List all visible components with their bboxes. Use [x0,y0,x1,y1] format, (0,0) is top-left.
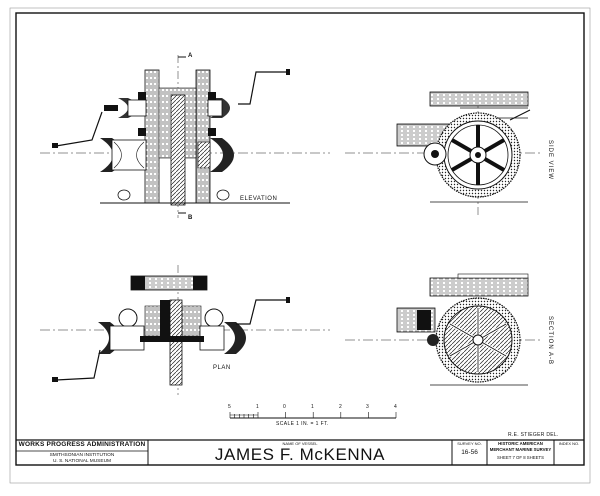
delineator-credit: R.E. STIEGER DEL. [508,432,559,438]
vessel-caption: NAME OF VESSEL [282,440,318,446]
inner-border [15,12,585,466]
survey-caption: SURVEY NO. [457,440,482,446]
side-view-label: SIDE VIEW [547,140,553,181]
survey-number: 16-56 [461,449,478,456]
index-caption: INDEX NO. [558,440,580,446]
survey-title-line-1: HISTORIC AMERICAN [498,441,543,446]
section-mark-a: A [188,53,193,59]
vessel-name: JAMES F. McKENNA [214,445,386,464]
scale-tick-label: 2 [339,404,342,410]
title-block-frame [16,439,584,465]
section-mark-b: B [188,215,193,221]
scale-tick-label: 4 [394,404,397,410]
elevation-label: ELEVATION [240,196,278,202]
institution-name: SMITHSONIAN INSTITUTION [49,453,115,458]
scale-tick-label: 1 [256,404,259,410]
plan-view [40,265,330,395]
sheet-number: SHEET 7 OF 8 SHEETS [497,455,544,460]
scale-tick-label: 5 [228,404,231,410]
scale-tick-label: 3 [366,404,369,410]
elevation-view [40,55,330,218]
agency-name: WORKS PROGRESS ADMINISTRATION [18,441,146,448]
side-view [345,91,540,215]
scale-tick-label: 1 [311,404,314,410]
scale-caption: SCALE 1 IN. = 1 FT. [276,421,329,427]
outer-border [9,7,591,484]
section-label: SECTION A-B [547,316,553,366]
scale-tick-label: 0 [283,404,286,410]
museum-name: U. S. NATIONAL MUSEUM [52,459,112,464]
plan-label: PLAN [213,365,231,371]
scale-bar [229,412,397,419]
section-view [345,273,540,386]
survey-title-line-2: MERCHANT MARINE SURVEY [489,447,552,452]
